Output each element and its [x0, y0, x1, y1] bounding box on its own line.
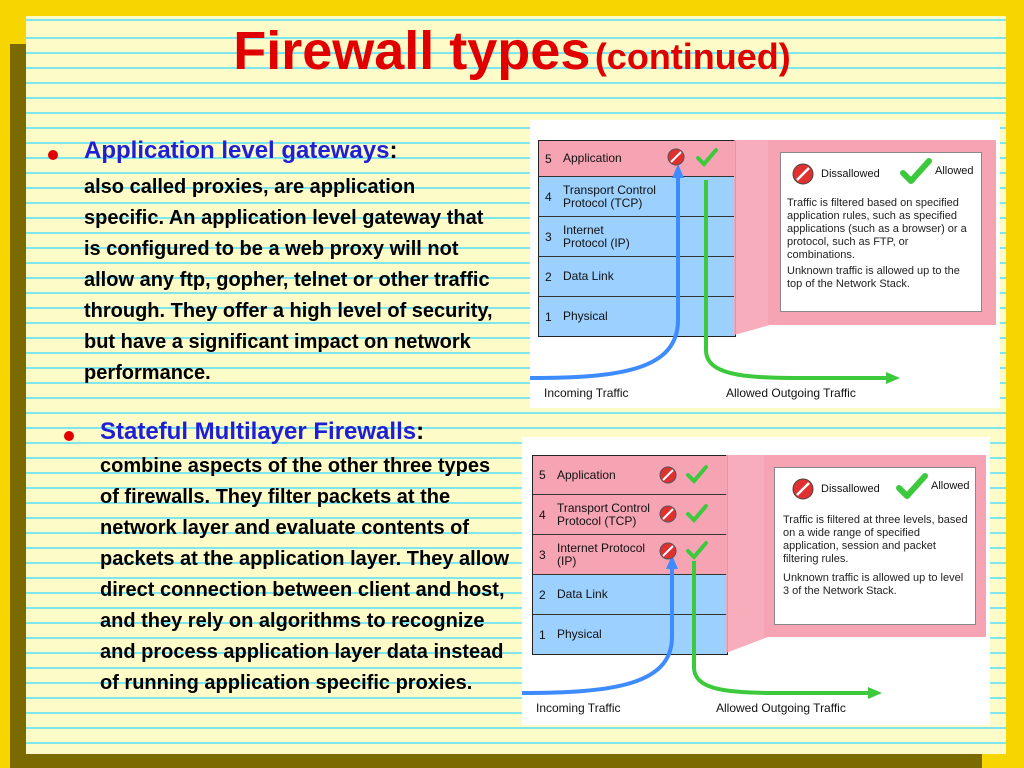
disallowed-icon [792, 163, 814, 185]
diagram2-callout-wedge [726, 455, 768, 653]
title-sub: (continued) [594, 36, 791, 77]
diagram2-incoming-caption: Incoming Traffic [536, 701, 621, 715]
section1-body: also called proxies, are application spe… [84, 176, 493, 384]
layer-num: 5 [539, 468, 546, 482]
diagram1-note-box: Dissallowed Allowed Traffic is filtered … [768, 140, 996, 325]
layer-label: Transport Control Protocol (TCP) [563, 182, 656, 210]
diagram1-incoming-caption: Incoming Traffic [544, 386, 629, 400]
layer-label: Internet Protocol (IP) [563, 222, 630, 250]
diagram1-panel: 5 Application 4 Transport Control Protocol… [530, 120, 1000, 408]
diagram1-arrows [530, 140, 900, 384]
diagram1-note-inner: Dissallowed Allowed Traffic is filtered … [780, 152, 982, 312]
title-main: Firewall types [233, 21, 591, 81]
diagram1-outgoing-arrow [704, 180, 890, 381]
section1-colon: : [389, 137, 398, 164]
diagram1-allowed-marker [696, 148, 718, 167]
diagram1-note-text1: Traffic is filtered based on specified a… [787, 197, 967, 261]
diagram2-note-text1: Traffic is filtered at three levels, bas… [783, 514, 968, 565]
bullet-2 [64, 431, 74, 441]
layer-num: 2 [545, 269, 552, 284]
diagram1-incoming-arrowhead [672, 164, 684, 178]
layer-num: 4 [545, 189, 552, 204]
layer-num: 1 [545, 309, 552, 324]
legend-allowed-label: Allowed [935, 165, 974, 177]
layer-label: Transport Control Protocol (TCP) [557, 500, 650, 528]
section2-body: combine aspects of the other three types… [100, 455, 510, 694]
diagram2-note-inner: Dissallowed Allowed Traffic is filtered … [774, 467, 976, 625]
diagram2-outgoing-arrowhead [868, 687, 882, 699]
diagram2-note-box: Dissallowed Allowed Traffic is filtered … [764, 455, 986, 637]
diagram1-layer-2: 2 Data Link [539, 256, 735, 296]
layer-label: Application [563, 151, 622, 165]
layer-label: Physical [557, 627, 602, 641]
diagram1-note-text2: Unknown traffic is allowed up to the top… [787, 265, 960, 290]
allowed-icon [900, 158, 932, 184]
layer-label: Application [557, 467, 616, 482]
diagram2-incoming-arrowhead [666, 555, 678, 569]
diagram2-outgoing-arrow [692, 561, 872, 696]
layer-num: 4 [539, 507, 546, 522]
diagram2-note-text2: Unknown traffic is allowed up to level 3… [783, 572, 964, 597]
legend-disallowed-label: Dissallowed [821, 483, 880, 495]
layer-num: 3 [539, 547, 546, 562]
diagram1-outgoing-caption: Allowed Outgoing Traffic [726, 386, 856, 400]
allowed-icon [896, 473, 928, 499]
diagram2-allowed-marker-5 [686, 465, 708, 484]
disallowed-icon [792, 478, 814, 500]
diagram1-callout-wedge [734, 140, 770, 335]
diagram1-layer-1: 1 Physical [539, 296, 735, 336]
diagram2-allowed-marker-4 [686, 504, 708, 523]
section1-heading: Application level gateways: [84, 137, 397, 165]
diagram1-outgoing-arrowhead [886, 372, 900, 384]
layer-num: 1 [539, 627, 546, 642]
layer-label: Internet Protocol (IP) [557, 540, 646, 568]
diagram2-layer-4: 4 Transport Control Protocol (TCP) [533, 494, 727, 534]
diagram2-layer-3: 3 Internet Protocol (IP) [533, 534, 727, 574]
layer-label: Data Link [557, 587, 608, 601]
diagram1-stack: 5 Application 4 Transport Control Protocol… [538, 140, 736, 337]
section2-heading-text: Stateful Multilayer Firewalls [100, 418, 417, 445]
diagram2-disallowed-marker-4 [659, 505, 677, 523]
layer-num: 3 [545, 229, 552, 244]
layer-label: Physical [563, 309, 608, 323]
layer-label: Data Link [563, 269, 614, 283]
diagram2-disallowed-marker-5 [659, 466, 677, 484]
layer-num: 2 [539, 587, 546, 602]
legend-allowed-label: Allowed [931, 480, 970, 492]
section2-heading: Stateful Multilayer Firewalls: [100, 418, 424, 446]
section2-colon: : [416, 418, 425, 445]
diagram1-disallowed-marker [667, 148, 685, 166]
diagram1-incoming-arrow [530, 175, 680, 380]
diagram1-layer-3: 3 Internet Protocol (IP) [539, 216, 735, 256]
diagram2-incoming-arrow [522, 567, 674, 695]
diagram1-layer-4: 4 Transport Control Protocol (TCP) [539, 176, 735, 216]
section1-heading-text: Application level gateways [84, 137, 390, 164]
diagram2-allowed-marker-3 [686, 541, 708, 560]
layer-num: 5 [545, 151, 552, 166]
slide-title: Firewall types (continued) [0, 20, 1024, 82]
diagram2-arrows [522, 455, 882, 699]
diagram2-outgoing-caption: Allowed Outgoing Traffic [716, 701, 846, 715]
bullet-1 [48, 150, 58, 160]
diagram2-layer-5: 5 Application [533, 456, 727, 494]
diagram2-panel: 5 Application 4 Transport Control Protocol… [522, 437, 990, 725]
diagram2-disallowed-marker-3 [659, 542, 677, 560]
diagram1-layer-5: 5 Application [539, 141, 735, 176]
legend-disallowed-label: Dissallowed [821, 168, 880, 180]
